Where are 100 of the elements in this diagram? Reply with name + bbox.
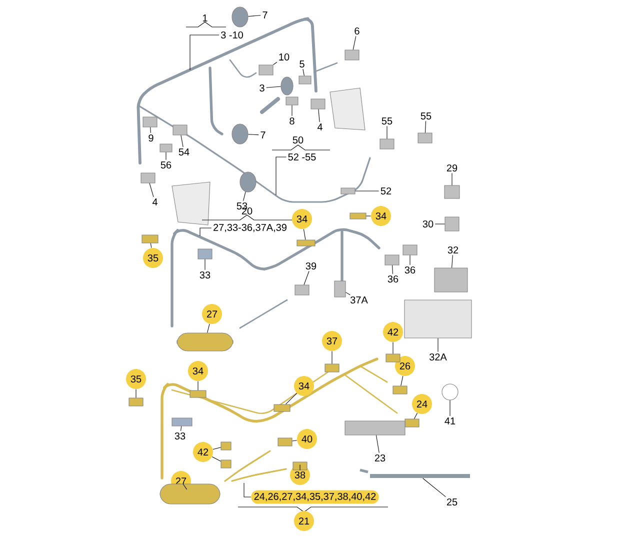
callout-number: 52: [379, 186, 393, 196]
holder: [404, 300, 472, 338]
callout-number: 42: [193, 442, 213, 462]
callout-number: 34: [294, 376, 314, 396]
leader-line: [292, 440, 298, 442]
leader-line: [200, 228, 212, 236]
callout-number: 35: [143, 248, 163, 268]
leader-line: [244, 482, 252, 498]
callout-number: 33: [198, 270, 212, 280]
holder: [198, 248, 212, 260]
leader-line: [302, 68, 304, 76]
clip: [444, 216, 460, 232]
corrugated-tube: [176, 332, 234, 352]
connector: [292, 462, 308, 470]
callout-number: 37A: [348, 295, 370, 305]
clip: [274, 404, 290, 412]
connector: [386, 354, 400, 362]
callout-number: 4: [150, 197, 160, 207]
callout-number: 3: [258, 83, 266, 93]
leader-line: [286, 392, 297, 404]
corrugated-tube: [160, 484, 220, 504]
leader-line: [392, 265, 393, 274]
cable-duct: [344, 420, 406, 436]
leader-line: [376, 435, 380, 454]
callout-number: 41: [443, 416, 457, 426]
leader-line: [207, 324, 210, 333]
leader-line: [355, 190, 380, 192]
callout-number: 34: [292, 209, 312, 229]
callout-number: 4: [316, 122, 324, 132]
leader-line: [304, 270, 310, 285]
leader-line: [182, 483, 188, 490]
leader-line: [273, 62, 278, 66]
leader-line: [243, 192, 246, 202]
callout-number: 54: [177, 147, 191, 157]
leader-line: [190, 34, 220, 70]
clip: [190, 390, 206, 398]
callout-number: 27,33-36,37A,39: [212, 222, 288, 234]
leader-line: [150, 127, 151, 134]
callout-number: 33: [173, 431, 187, 441]
callout-number: 29: [445, 163, 459, 173]
group-number: 20: [242, 207, 252, 215]
callout-number: 35: [126, 369, 146, 389]
callout-number: 56: [159, 160, 173, 170]
plug: [220, 460, 232, 468]
leader-line: [180, 426, 182, 432]
connector: [324, 364, 340, 372]
leader-line: [150, 243, 152, 248]
callout-number: 55: [419, 111, 433, 121]
clip: [350, 212, 366, 220]
callout-number: 9: [146, 133, 156, 143]
connector: [142, 116, 158, 128]
callout-number: 52 -55: [286, 152, 318, 162]
callout-number: 40: [297, 429, 317, 449]
connector: [278, 438, 292, 446]
callout-number: 27: [202, 304, 222, 324]
leader-line: [346, 292, 350, 296]
leader-line: [204, 259, 206, 270]
holder: [172, 418, 192, 426]
connector: [172, 124, 188, 136]
callout-number: 7: [260, 10, 270, 20]
connector: [294, 284, 310, 296]
connector: [334, 280, 346, 298]
leader-line: [400, 376, 404, 386]
callout-number: 36: [403, 265, 417, 275]
leader-line: [212, 456, 221, 462]
connector: [286, 96, 298, 106]
callout-number: 36: [386, 274, 400, 284]
callout-number: 30: [421, 219, 435, 229]
callout-number: 42: [383, 322, 403, 342]
callout-number: 24,26,27,34,35,37,38,40,42: [251, 490, 379, 504]
clip: [142, 234, 158, 244]
leader-line: [386, 126, 388, 139]
leader-line: [318, 109, 320, 122]
leader-line: [248, 134, 259, 136]
leader-line: [303, 228, 306, 240]
connector: [140, 172, 156, 184]
connector: [384, 254, 400, 266]
group-number: 50: [292, 136, 304, 144]
callout-number: 3 -10: [219, 30, 245, 40]
retaining-strip: [370, 474, 470, 478]
connector: [298, 76, 312, 84]
leader-line: [414, 412, 418, 419]
callout-number: 34: [371, 206, 391, 226]
callout-number: 37: [322, 331, 342, 351]
cable-tie: [442, 384, 458, 400]
callout-number: 8: [288, 116, 296, 126]
group-number: 1: [202, 14, 208, 22]
clip: [340, 188, 356, 194]
leader-line: [266, 86, 282, 88]
callout-number: 55: [380, 116, 394, 126]
holder: [434, 268, 468, 292]
callout-number: 25: [445, 497, 459, 507]
callout-number: 32: [446, 245, 460, 255]
connector: [310, 98, 326, 110]
leader-line: [248, 15, 261, 17]
connector: [344, 50, 360, 60]
connector: [404, 418, 420, 428]
grommet: [240, 172, 256, 192]
connector: [402, 244, 418, 256]
callout-number: 23: [373, 453, 387, 463]
